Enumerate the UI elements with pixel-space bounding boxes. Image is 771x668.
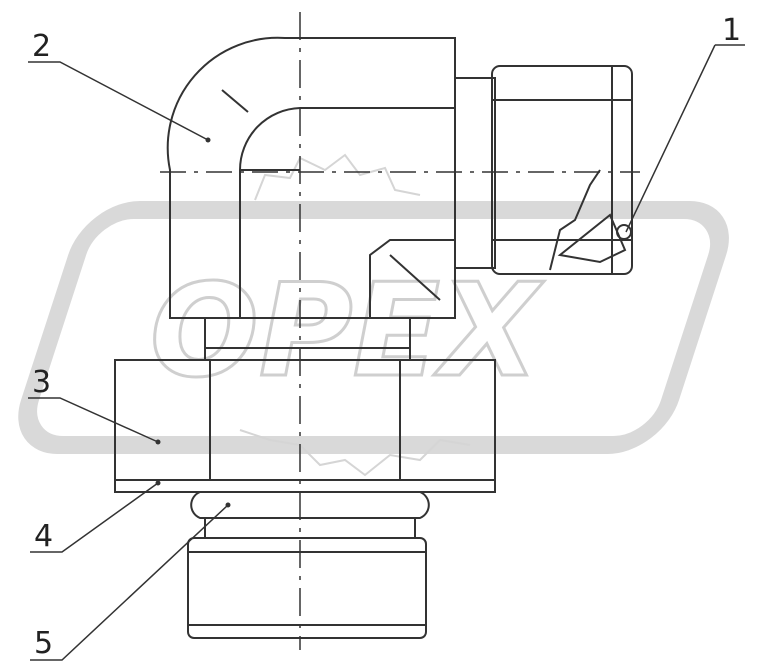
dot-5 [225, 502, 231, 508]
elbow-hatch [221, 89, 249, 113]
leader-dots [155, 137, 231, 508]
stem [187, 491, 430, 639]
side-nut-stub [454, 77, 496, 269]
elbow-outline [166, 36, 456, 319]
elbow-corner-diag [389, 254, 441, 301]
o-ring [190, 491, 430, 519]
stem-collar [204, 517, 416, 539]
stem-thread [187, 537, 427, 639]
elbow-inner-bend [239, 107, 455, 318]
callout-2: 2 [32, 29, 51, 64]
leader-5 [30, 504, 229, 661]
leader-1 [625, 44, 745, 233]
watermark-gear-bottom [239, 429, 471, 477]
dot-3 [155, 439, 161, 445]
dot-4 [155, 480, 161, 486]
watermark-frame [18, 201, 729, 454]
washer [114, 479, 496, 493]
leader-lines [28, 44, 745, 661]
callout-5: 5 [34, 626, 53, 661]
watermark-text: OPEX [150, 257, 544, 406]
watermark-gear-top [254, 153, 421, 201]
callout-1: 1 [722, 13, 741, 48]
side-nut-breakline [549, 169, 601, 271]
opex-watermark: OPEX [18, 153, 729, 477]
callout-4: 4 [34, 519, 53, 554]
side-nut-section [557, 213, 627, 264]
side-nut-body [491, 65, 633, 275]
elbow-corner [369, 239, 455, 318]
elbow-body [166, 36, 456, 319]
dot-2 [205, 137, 211, 143]
leader-2 [28, 61, 209, 141]
leader-3 [28, 397, 159, 443]
seal-ring [616, 224, 632, 240]
callout-3: 3 [32, 365, 51, 400]
side-nut [454, 65, 633, 275]
leader-4 [30, 482, 159, 553]
